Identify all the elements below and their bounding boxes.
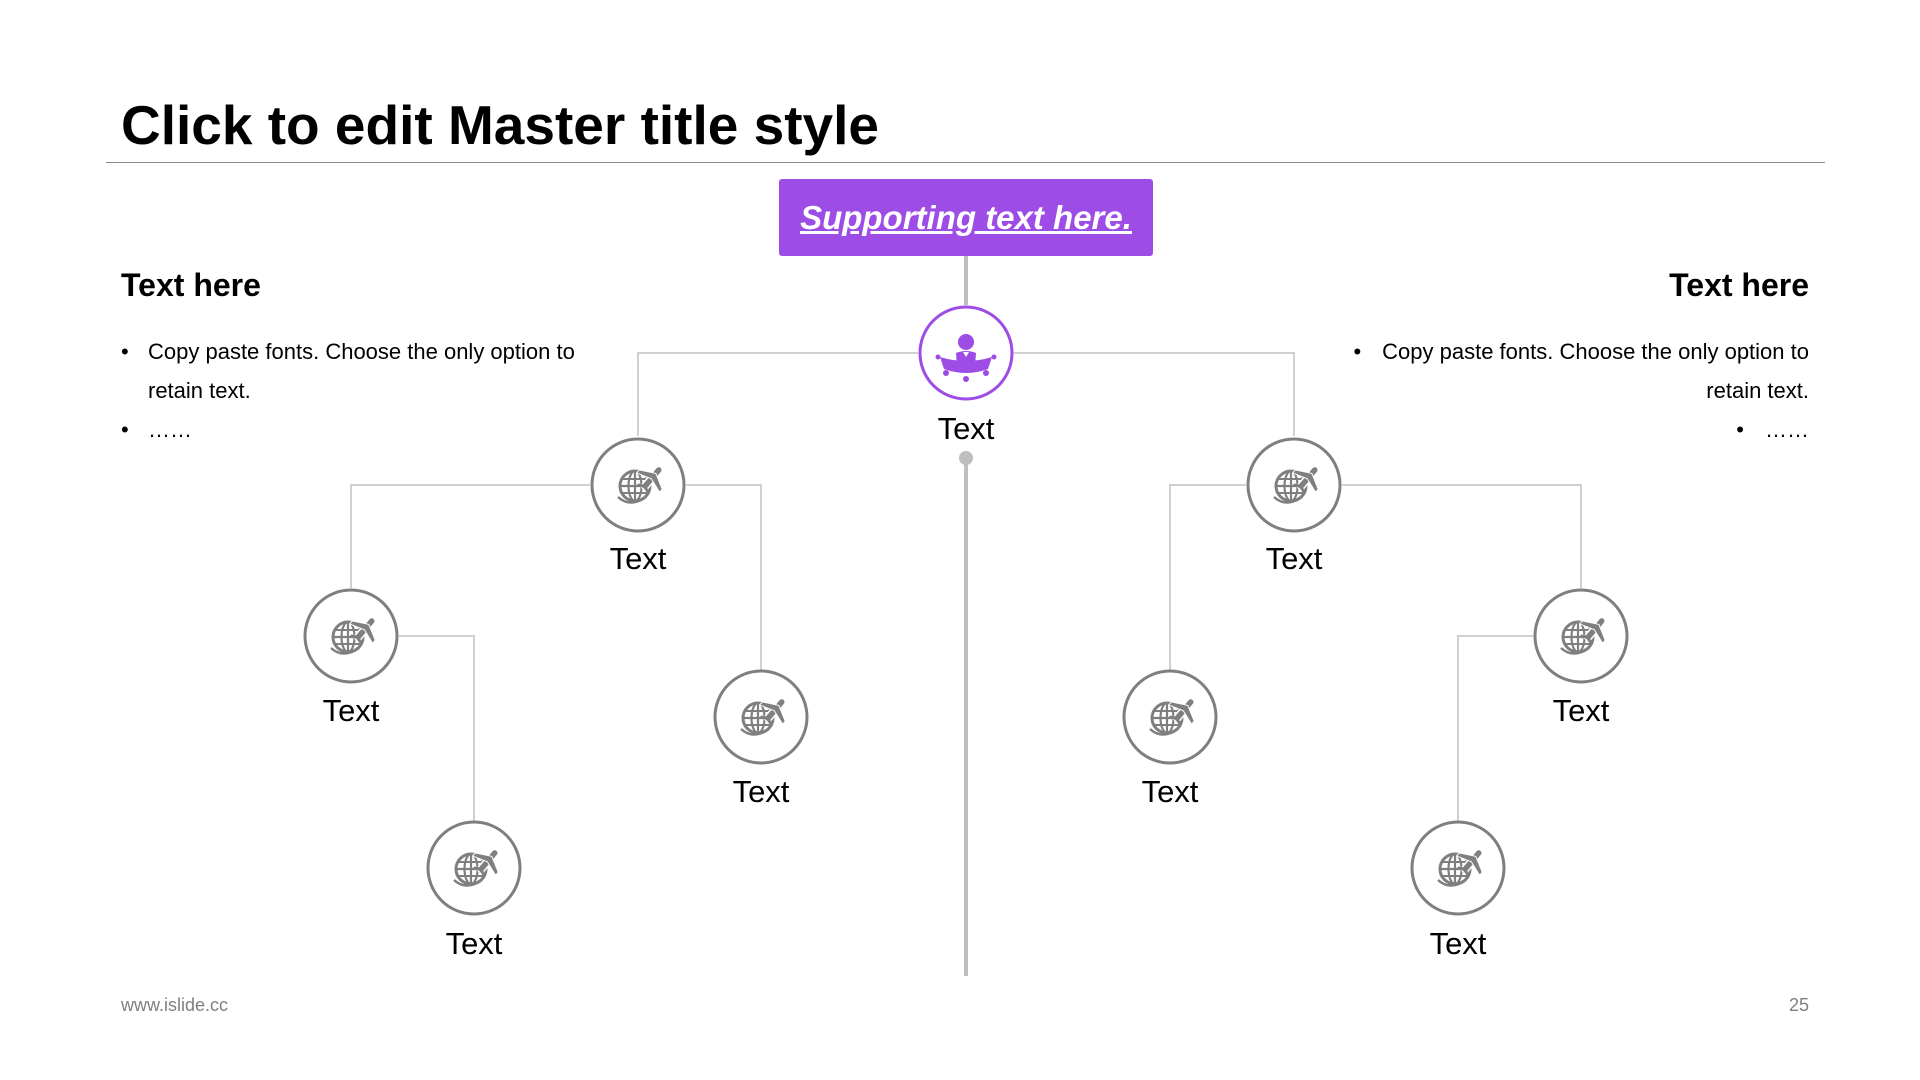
connector-lines [350, 256, 1582, 976]
list-item: •Copy paste fonts. Choose the only optio… [121, 339, 575, 403]
node-left-branch [590, 437, 686, 533]
spine-dot [959, 451, 973, 465]
root-node-label: Text [937, 411, 995, 446]
node-label-left-inner: Text [732, 774, 790, 809]
footer-url: www.islide.cc [121, 995, 229, 1015]
node-left-inner [713, 669, 809, 765]
supporting-text[interactable]: Supporting text here. [800, 198, 1132, 236]
bullet-text: …… [1765, 417, 1809, 442]
node-right-branch [1246, 437, 1342, 533]
node-right-outer [1533, 588, 1629, 684]
node-label-left-branch: Text [609, 541, 667, 576]
node-left-outer [303, 588, 399, 684]
node-label-right-outer: Text [1552, 693, 1610, 728]
node-left-outer-child [426, 820, 522, 916]
node-label-right-inner: Text [1141, 774, 1199, 809]
list-item: •…… [121, 417, 192, 442]
bullet-text: Copy paste fonts. Choose the only option… [148, 339, 575, 403]
left-panel-heading: Text here [121, 267, 261, 303]
node-label-right-branch: Text [1265, 541, 1323, 576]
root-node [918, 305, 1014, 401]
list-item: •…… [1736, 417, 1809, 442]
page-title: Click to edit Master title style [121, 94, 879, 156]
right-panel-bullets: •Copy paste fonts. Choose the only optio… [1349, 332, 1809, 449]
node-label-left-outer: Text [322, 693, 380, 728]
supporting-text-box[interactable]: Supporting text here. [779, 179, 1153, 256]
node-label-left-outer-child: Text [445, 926, 503, 961]
bullet-text: Copy paste fonts. Choose the only option… [1382, 339, 1809, 403]
node-right-inner [1122, 669, 1218, 765]
page-number: 25 [1788, 995, 1809, 1015]
bullet-text: …… [148, 417, 192, 442]
right-panel-heading: Text here [1669, 267, 1809, 303]
node-right-outer-child [1410, 820, 1506, 916]
node-label-right-outer-child: Text [1429, 926, 1487, 961]
list-item: •Copy paste fonts. Choose the only optio… [1353, 339, 1809, 403]
left-panel-bullets: •Copy paste fonts. Choose the only optio… [121, 332, 581, 449]
title-divider [106, 162, 1825, 163]
